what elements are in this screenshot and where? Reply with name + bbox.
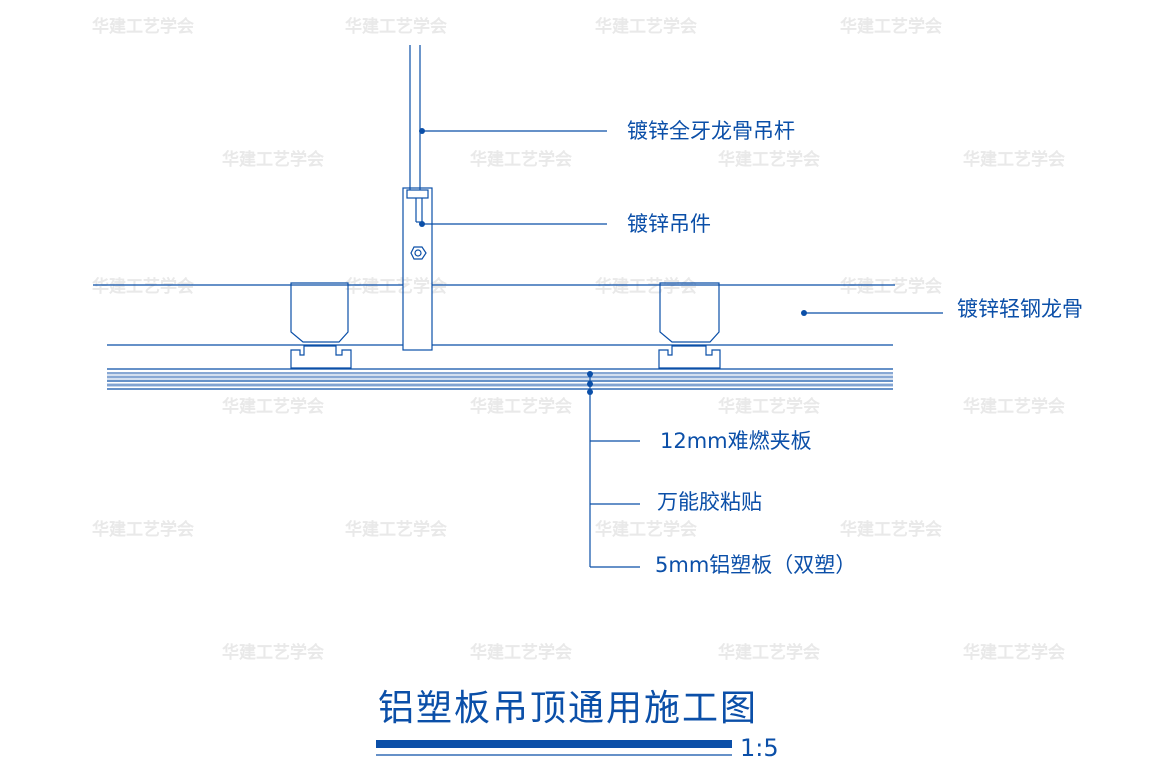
watermark-text: 华建工艺学会 bbox=[470, 642, 572, 663]
label-hanger: 镀锌吊件 bbox=[627, 212, 711, 236]
watermark-text: 华建工艺学会 bbox=[718, 642, 820, 663]
watermark-text: 华建工艺学会 bbox=[222, 396, 324, 417]
watermark-text: 华建工艺学会 bbox=[345, 519, 447, 540]
watermark-text: 华建工艺学会 bbox=[718, 149, 820, 170]
watermark-text: 华建工艺学会 bbox=[963, 396, 1065, 417]
label-keel: 镀锌轻钢龙骨 bbox=[957, 297, 1083, 321]
watermark-text: 华建工艺学会 bbox=[470, 396, 572, 417]
watermark-text: 华建工艺学会 bbox=[345, 16, 447, 37]
watermark-text: 华建工艺学会 bbox=[595, 519, 697, 540]
label-rod: 镀锌全牙龙骨吊杆 bbox=[627, 119, 795, 143]
watermark-text: 华建工艺学会 bbox=[92, 519, 194, 540]
watermark-text: 华建工艺学会 bbox=[840, 519, 942, 540]
watermark-text: 华建工艺学会 bbox=[840, 16, 942, 37]
watermark-text: 华建工艺学会 bbox=[963, 149, 1065, 170]
board-layers bbox=[107, 368, 893, 390]
title-underline bbox=[376, 740, 732, 748]
watermark-text: 华建工艺学会 bbox=[345, 276, 447, 297]
watermark-text: 华建工艺学会 bbox=[92, 16, 194, 37]
watermark-text: 华建工艺学会 bbox=[718, 396, 820, 417]
nut-icon bbox=[410, 246, 427, 260]
hanger-rod bbox=[409, 45, 421, 190]
keel-lines bbox=[93, 284, 895, 346]
watermark-text: 华建工艺学会 bbox=[222, 149, 324, 170]
leader-lines bbox=[419, 128, 943, 568]
watermark-text: 华建工艺学会 bbox=[92, 276, 194, 297]
label-glue: 万能胶粘贴 bbox=[657, 490, 762, 514]
watermark-text: 华建工艺学会 bbox=[595, 276, 697, 297]
keel-profile-right bbox=[658, 282, 721, 369]
keel-profile-left bbox=[290, 282, 352, 369]
scale-label: 1:5 bbox=[740, 734, 779, 762]
watermark-text: 华建工艺学会 bbox=[595, 16, 697, 37]
watermark-text: 华建工艺学会 bbox=[840, 276, 942, 297]
watermark-text: 华建工艺学会 bbox=[963, 642, 1065, 663]
label-board: 12mm难燃夹板 bbox=[660, 429, 812, 453]
hanger-clip bbox=[402, 187, 433, 351]
watermark-text: 华建工艺学会 bbox=[470, 149, 572, 170]
label-panel: 5mm铝塑板（双塑） bbox=[655, 553, 856, 577]
drawing-title: 铝塑板吊顶通用施工图 bbox=[378, 688, 758, 729]
watermark-layer: 华建工艺学会 华建工艺学会 华建工艺学会 华建工艺学会 华建工艺学会 华建工艺学… bbox=[92, 16, 1065, 663]
watermark-text: 华建工艺学会 bbox=[222, 642, 324, 663]
